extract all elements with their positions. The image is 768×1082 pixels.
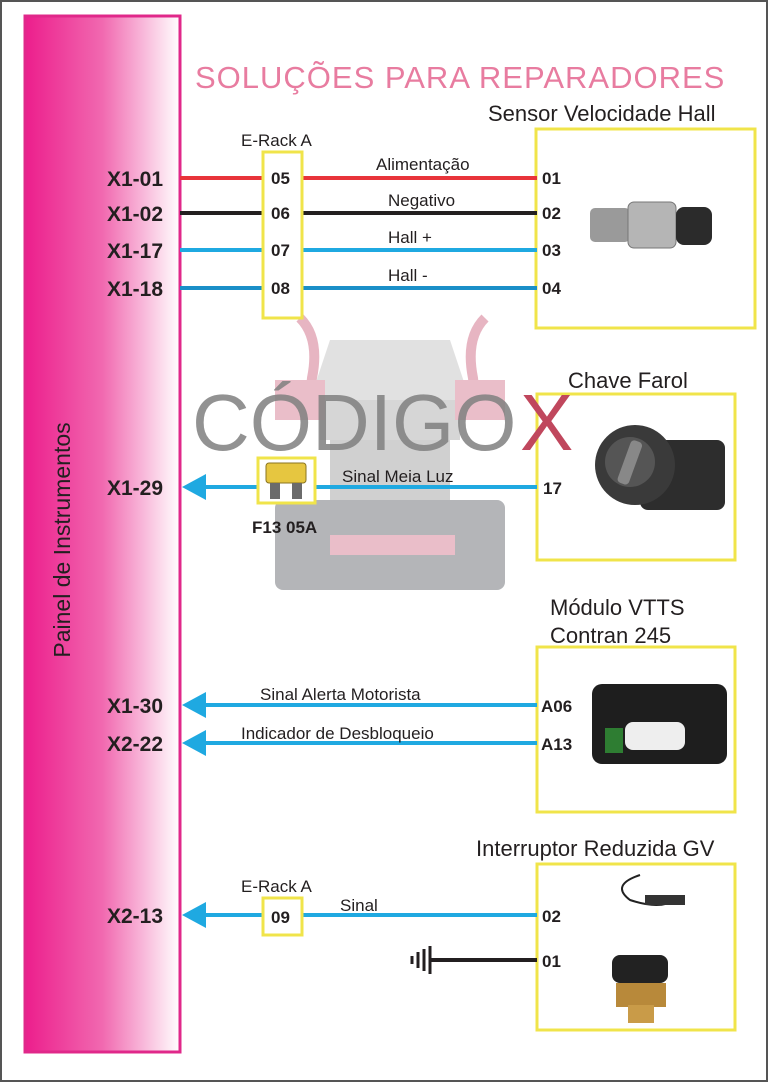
connector-label: X1-18 [107, 278, 163, 301]
erack-pin: 08 [271, 279, 290, 298]
erack-box [261, 896, 304, 937]
watermark-brand: CÓDIGO [192, 378, 516, 467]
device-pin: 03 [542, 241, 561, 260]
sensor-hall-title: Sensor Velocidade Hall [488, 101, 715, 126]
wire-label: Sinal Meia Luz [342, 467, 454, 486]
connector-label: X1-17 [107, 240, 163, 263]
sensor-hall-section: Sensor Velocidade Hall E-Rack A X1-01 X1… [107, 101, 757, 330]
erack-label: E-Rack A [241, 877, 313, 896]
fuse-icon [256, 456, 317, 505]
arrow-icon [182, 902, 206, 928]
arrow-icon [182, 692, 206, 718]
reduzida-switch-image [612, 874, 685, 1023]
hall-sensor-image [590, 201, 712, 249]
connector-label: X1-29 [107, 477, 163, 500]
wire-label: Negativo [388, 191, 455, 210]
watermark-brand-x: X [520, 378, 573, 467]
reduzida-title: Interruptor Reduzida GV [476, 836, 715, 861]
chave-farol-title: Chave Farol [568, 368, 688, 393]
sensor-hall-box [534, 127, 757, 330]
headlight-switch-image [595, 425, 725, 510]
device-pin: 01 [542, 169, 561, 188]
connector-label: X2-13 [107, 905, 163, 928]
device-pin: 02 [542, 204, 561, 223]
connector-label: X1-01 [107, 168, 163, 191]
vtts-title-line1: Módulo VTTS [550, 595, 685, 620]
device-pin: 01 [542, 952, 561, 971]
device-pin: 04 [542, 279, 561, 298]
watermark-tagline: SOLUÇÕES PARA REPARADORES [195, 60, 725, 95]
arrow-icon [182, 730, 206, 756]
panel-label: Painel de Instrumentos [49, 422, 75, 657]
vtts-section: Módulo VTTS Contran 245 Sinal Alerta Mot… [107, 595, 737, 814]
fuse-label: F13 05A [252, 518, 317, 537]
connector-label: X2-22 [107, 733, 163, 756]
reduzida-box [535, 862, 737, 1032]
erack-pin: 09 [271, 908, 290, 927]
chave-farol-section: Chave Farol Sinal Meia Luz X1-29 F13 05A… [107, 368, 737, 562]
erack-pin: 06 [271, 204, 290, 223]
wire-label: Hall - [388, 266, 428, 285]
device-pin: 17 [543, 479, 562, 498]
arrow-icon [182, 474, 206, 500]
vtts-title-line2: Contran 245 [550, 623, 671, 648]
connector-label: X1-30 [107, 695, 163, 718]
connector-label: X1-02 [107, 203, 163, 226]
erack-label: E-Rack A [241, 131, 313, 150]
codigo-x-watermark: SOLUÇÕES PARA REPARADORES CÓDIGO X [192, 60, 725, 467]
wire-label: Alimentação [376, 155, 470, 174]
wire-label: Sinal [340, 896, 378, 915]
wire-label: Sinal Alerta Motorista [260, 685, 421, 704]
vtts-box [535, 645, 737, 814]
chave-farol-box [535, 392, 737, 562]
device-pin: A13 [541, 735, 572, 754]
erack-pin: 07 [271, 241, 290, 260]
device-pin: A06 [541, 697, 572, 716]
instrument-panel [23, 14, 182, 1054]
wire-label: Hall + [388, 228, 432, 247]
truck-watermark [275, 314, 505, 590]
wire-label: Indicador de Desbloqueio [241, 724, 434, 743]
erack-box [261, 150, 304, 320]
reduzida-section: Interruptor Reduzida GV E-Rack A 09 Sina… [107, 836, 737, 1032]
vtts-module-image [592, 684, 727, 764]
erack-pin: 05 [271, 169, 290, 188]
ground-icon [410, 946, 432, 974]
device-pin: 02 [542, 907, 561, 926]
